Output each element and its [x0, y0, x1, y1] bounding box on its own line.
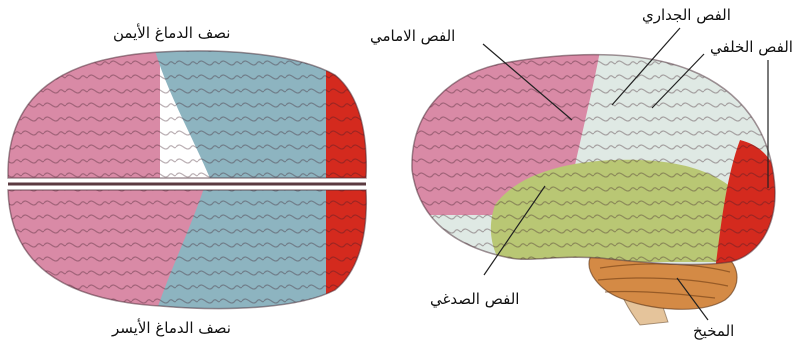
label-temporal-lobe: الفص الصدغي	[430, 290, 519, 308]
label-occipital-lobe: الفص الخلفي	[710, 38, 793, 56]
top-view-right-hemisphere	[0, 40, 380, 190]
label-frontal-lobe: الفص الامامي	[370, 27, 455, 45]
label-right-hemisphere: نصف الدماغ الأيمن	[113, 24, 230, 42]
side-view-brain	[400, 40, 800, 325]
label-parietal-lobe: الفص الجداري	[642, 6, 731, 24]
top-view-brain	[0, 40, 380, 315]
side-cerebrum	[400, 40, 800, 280]
label-left-hemisphere: نصف الدماغ الأيسر	[112, 319, 231, 337]
label-cerebellum: المخيخ	[693, 322, 734, 340]
